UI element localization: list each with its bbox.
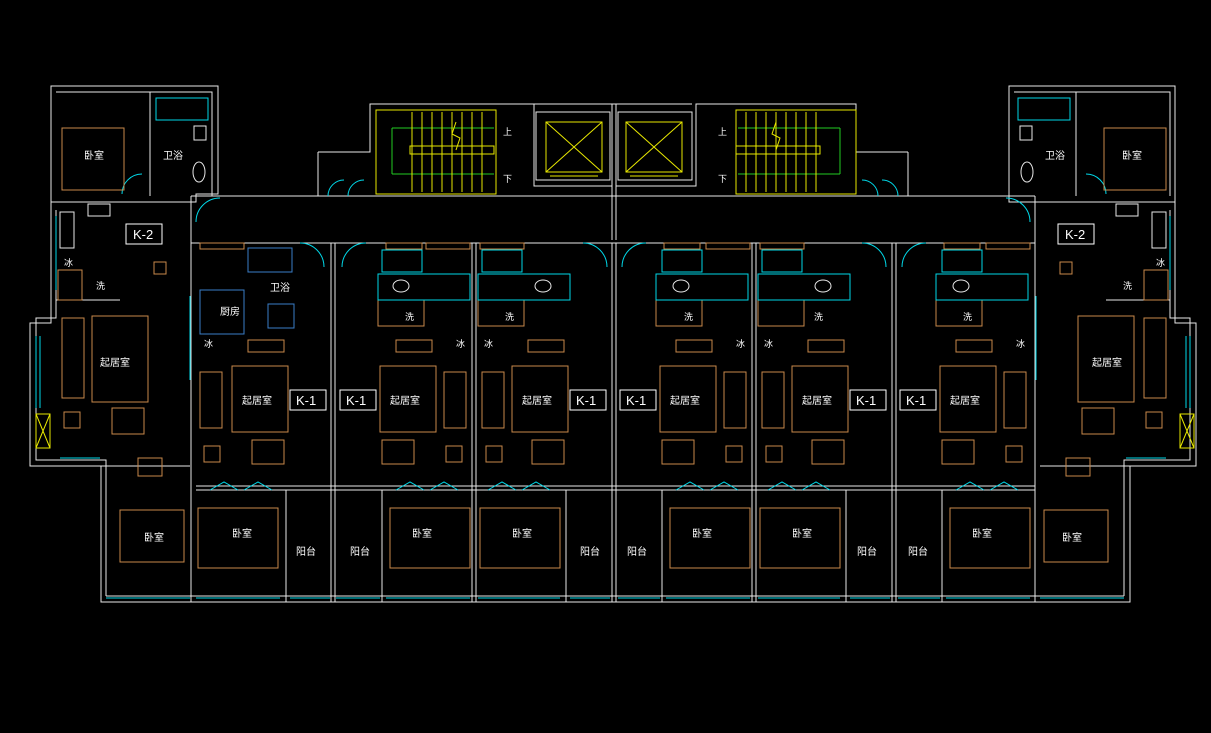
fridge-label-2: 冰 — [456, 338, 465, 350]
unit-tag-k1-2: K-1 — [346, 393, 366, 408]
room-label-living-1: 起居室 — [242, 394, 272, 407]
room-label-balcony-2: 阳台 — [350, 545, 370, 558]
room-labels: 卧室 卫浴 卧室 卫浴 卫浴 厨房 起居室 起居室 起居室 起居室 起居室 起居… — [64, 149, 1165, 558]
stair-right — [735, 109, 857, 195]
unit-tags: K-2 K-2 K-1 K-1 K-1 K-1 K-1 K-1 — [125, 223, 1095, 411]
wash-label-west: 洗 — [96, 280, 105, 292]
room-label-bedroom-nw: 卧室 — [84, 149, 104, 162]
door-swings — [121, 173, 1107, 491]
fridge-label-east: 冰 — [1156, 257, 1165, 269]
room-label-kitchen-unit1: 厨房 — [220, 305, 240, 318]
room-label-balcony-4: 阳台 — [627, 545, 647, 558]
room-label-bath-nw: 卫浴 — [163, 150, 183, 162]
room-label-bedroom-sw: 卧室 — [144, 531, 164, 544]
unit-tag-k1-6: K-1 — [906, 393, 926, 408]
room-label-living-east: 起居室 — [1092, 356, 1122, 369]
fridge-label-3: 冰 — [484, 338, 493, 350]
unit-tag-k1-5: K-1 — [856, 393, 876, 408]
stair-down-label-right: 下 — [718, 175, 727, 185]
room-label-balcony-1: 阳台 — [296, 545, 316, 558]
room-label-living-west: 起居室 — [100, 356, 130, 369]
unit-tag-k1-1: K-1 — [296, 393, 316, 408]
wash-label-5: 洗 — [814, 311, 823, 323]
unit-tag-k1-4: K-1 — [626, 393, 646, 408]
fridge-label-5: 冰 — [764, 338, 773, 350]
room-label-living-6: 起居室 — [950, 394, 980, 407]
room-label-living-4: 起居室 — [670, 394, 700, 407]
room-label-living-2: 起居室 — [390, 394, 420, 407]
wash-label-east: 洗 — [1123, 280, 1132, 292]
shafts — [35, 413, 1195, 449]
room-label-living-3: 起居室 — [522, 394, 552, 407]
room-label-bedroom-se: 卧室 — [1062, 531, 1082, 544]
elevator-right — [617, 111, 693, 181]
fridge-label-west: 冰 — [64, 257, 73, 269]
room-label-bedroom-2: 卧室 — [412, 527, 432, 540]
room-label-balcony-5: 阳台 — [857, 545, 877, 558]
unit-tag-k2-west: K-2 — [133, 227, 153, 242]
room-label-living-5: 起居室 — [802, 394, 832, 407]
room-label-balcony-3: 阳台 — [580, 545, 600, 558]
wash-label-4: 洗 — [684, 311, 693, 323]
room-label-bedroom-5: 卧室 — [792, 527, 812, 540]
unit-tag-k1-3: K-1 — [576, 393, 596, 408]
fridge-label-4: 冰 — [736, 338, 745, 350]
building-outline — [29, 85, 1197, 603]
stair-down-label-left: 下 — [503, 175, 512, 185]
vent-strips — [199, 242, 1031, 250]
room-label-bedroom-6: 卧室 — [972, 527, 992, 540]
room-label-bedroom-ne: 卧室 — [1122, 149, 1142, 162]
room-label-bath-ne: 卫浴 — [1045, 150, 1065, 162]
fridge-label-6: 冰 — [1016, 338, 1025, 350]
fixtures — [59, 97, 1167, 335]
room-label-bedroom-3: 卧室 — [512, 527, 532, 540]
stair-left — [375, 109, 497, 195]
wash-label-2: 洗 — [405, 311, 414, 323]
furniture — [57, 127, 1169, 569]
room-label-bedroom-1: 卧室 — [232, 527, 252, 540]
room-label-bath-unit1: 卫浴 — [270, 282, 290, 294]
fridge-label-1: 冰 — [204, 338, 213, 350]
unit-partitions — [56, 92, 1170, 602]
unit-tag-k2-east: K-2 — [1065, 227, 1085, 242]
stair-up-label-right: 上 — [718, 127, 727, 138]
elevator-left — [535, 111, 611, 181]
room-label-balcony-6: 阳台 — [908, 545, 928, 558]
stair-up-label-left: 上 — [503, 127, 512, 138]
room-label-bedroom-4: 卧室 — [692, 527, 712, 540]
wash-label-3: 洗 — [505, 311, 514, 323]
wash-label-6: 洗 — [963, 311, 972, 323]
